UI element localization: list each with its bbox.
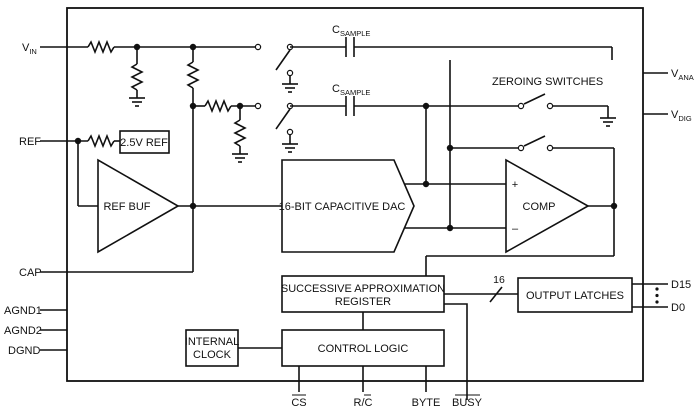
comp-label: COMP [523, 201, 556, 213]
comparator [505, 158, 590, 254]
pin-vin: VIN [22, 42, 37, 56]
comp-plus-label: + [512, 179, 518, 191]
comp-minus-label: – [512, 223, 519, 235]
sar-label-line1: SUCCESSIVE APPROXIMATION [281, 283, 445, 295]
sar-block [281, 275, 445, 313]
bus-width-label: 16 [493, 274, 505, 286]
pin-d15: D15 [671, 279, 691, 291]
pin-agnd1: AGND1 [4, 305, 42, 317]
sample-switch-network [254, 37, 613, 184]
dac-label: 16-BIT CAPACITIVE DAC [279, 201, 406, 213]
internal-clock-label-line1: INTERNAL [185, 336, 239, 348]
chip-outline [66, 7, 644, 382]
output-latches-label: OUTPUT LATCHES [526, 290, 624, 302]
pin-rc: R/C [354, 397, 373, 409]
pin-cap: CAP [19, 267, 42, 279]
pin-dgnd: DGND [8, 345, 40, 357]
pin-busy: BUSY [452, 397, 483, 409]
ref-buf-label: REF BUF [103, 201, 150, 213]
output-latches-block [517, 277, 633, 313]
ref-path [40, 133, 120, 207]
pin-d0: D0 [671, 302, 685, 314]
control-logic-label: CONTROL LOGIC [318, 343, 409, 355]
csample-label-2: CSAMPLE [332, 83, 370, 97]
pin-vdig: VDIG [671, 109, 692, 123]
ref-buf-amplifier [97, 158, 180, 254]
internal-clock-block [185, 329, 239, 367]
csample-label-1: CSAMPLE [332, 24, 370, 38]
pin-ref: REF [19, 136, 41, 148]
pin-byte: BYTE [412, 397, 441, 409]
zeroing-switches-label: ZEROING SWITCHES [492, 76, 603, 88]
ref-2v5-label: 2.5V REF [120, 137, 168, 149]
control-logic-block [281, 329, 445, 367]
sar-label-line2: REGISTER [335, 296, 391, 308]
internal-clock-label-line2: CLOCK [193, 349, 232, 361]
ref-2v5-block [119, 130, 170, 154]
pin-agnd2: AGND2 [4, 325, 42, 337]
pin-cs: CS [291, 397, 306, 409]
capacitive-dac-block [281, 159, 415, 253]
pin-vana: VANA [671, 68, 694, 82]
zeroing-switches [425, 60, 616, 276]
vin-input-path [40, 39, 256, 272]
